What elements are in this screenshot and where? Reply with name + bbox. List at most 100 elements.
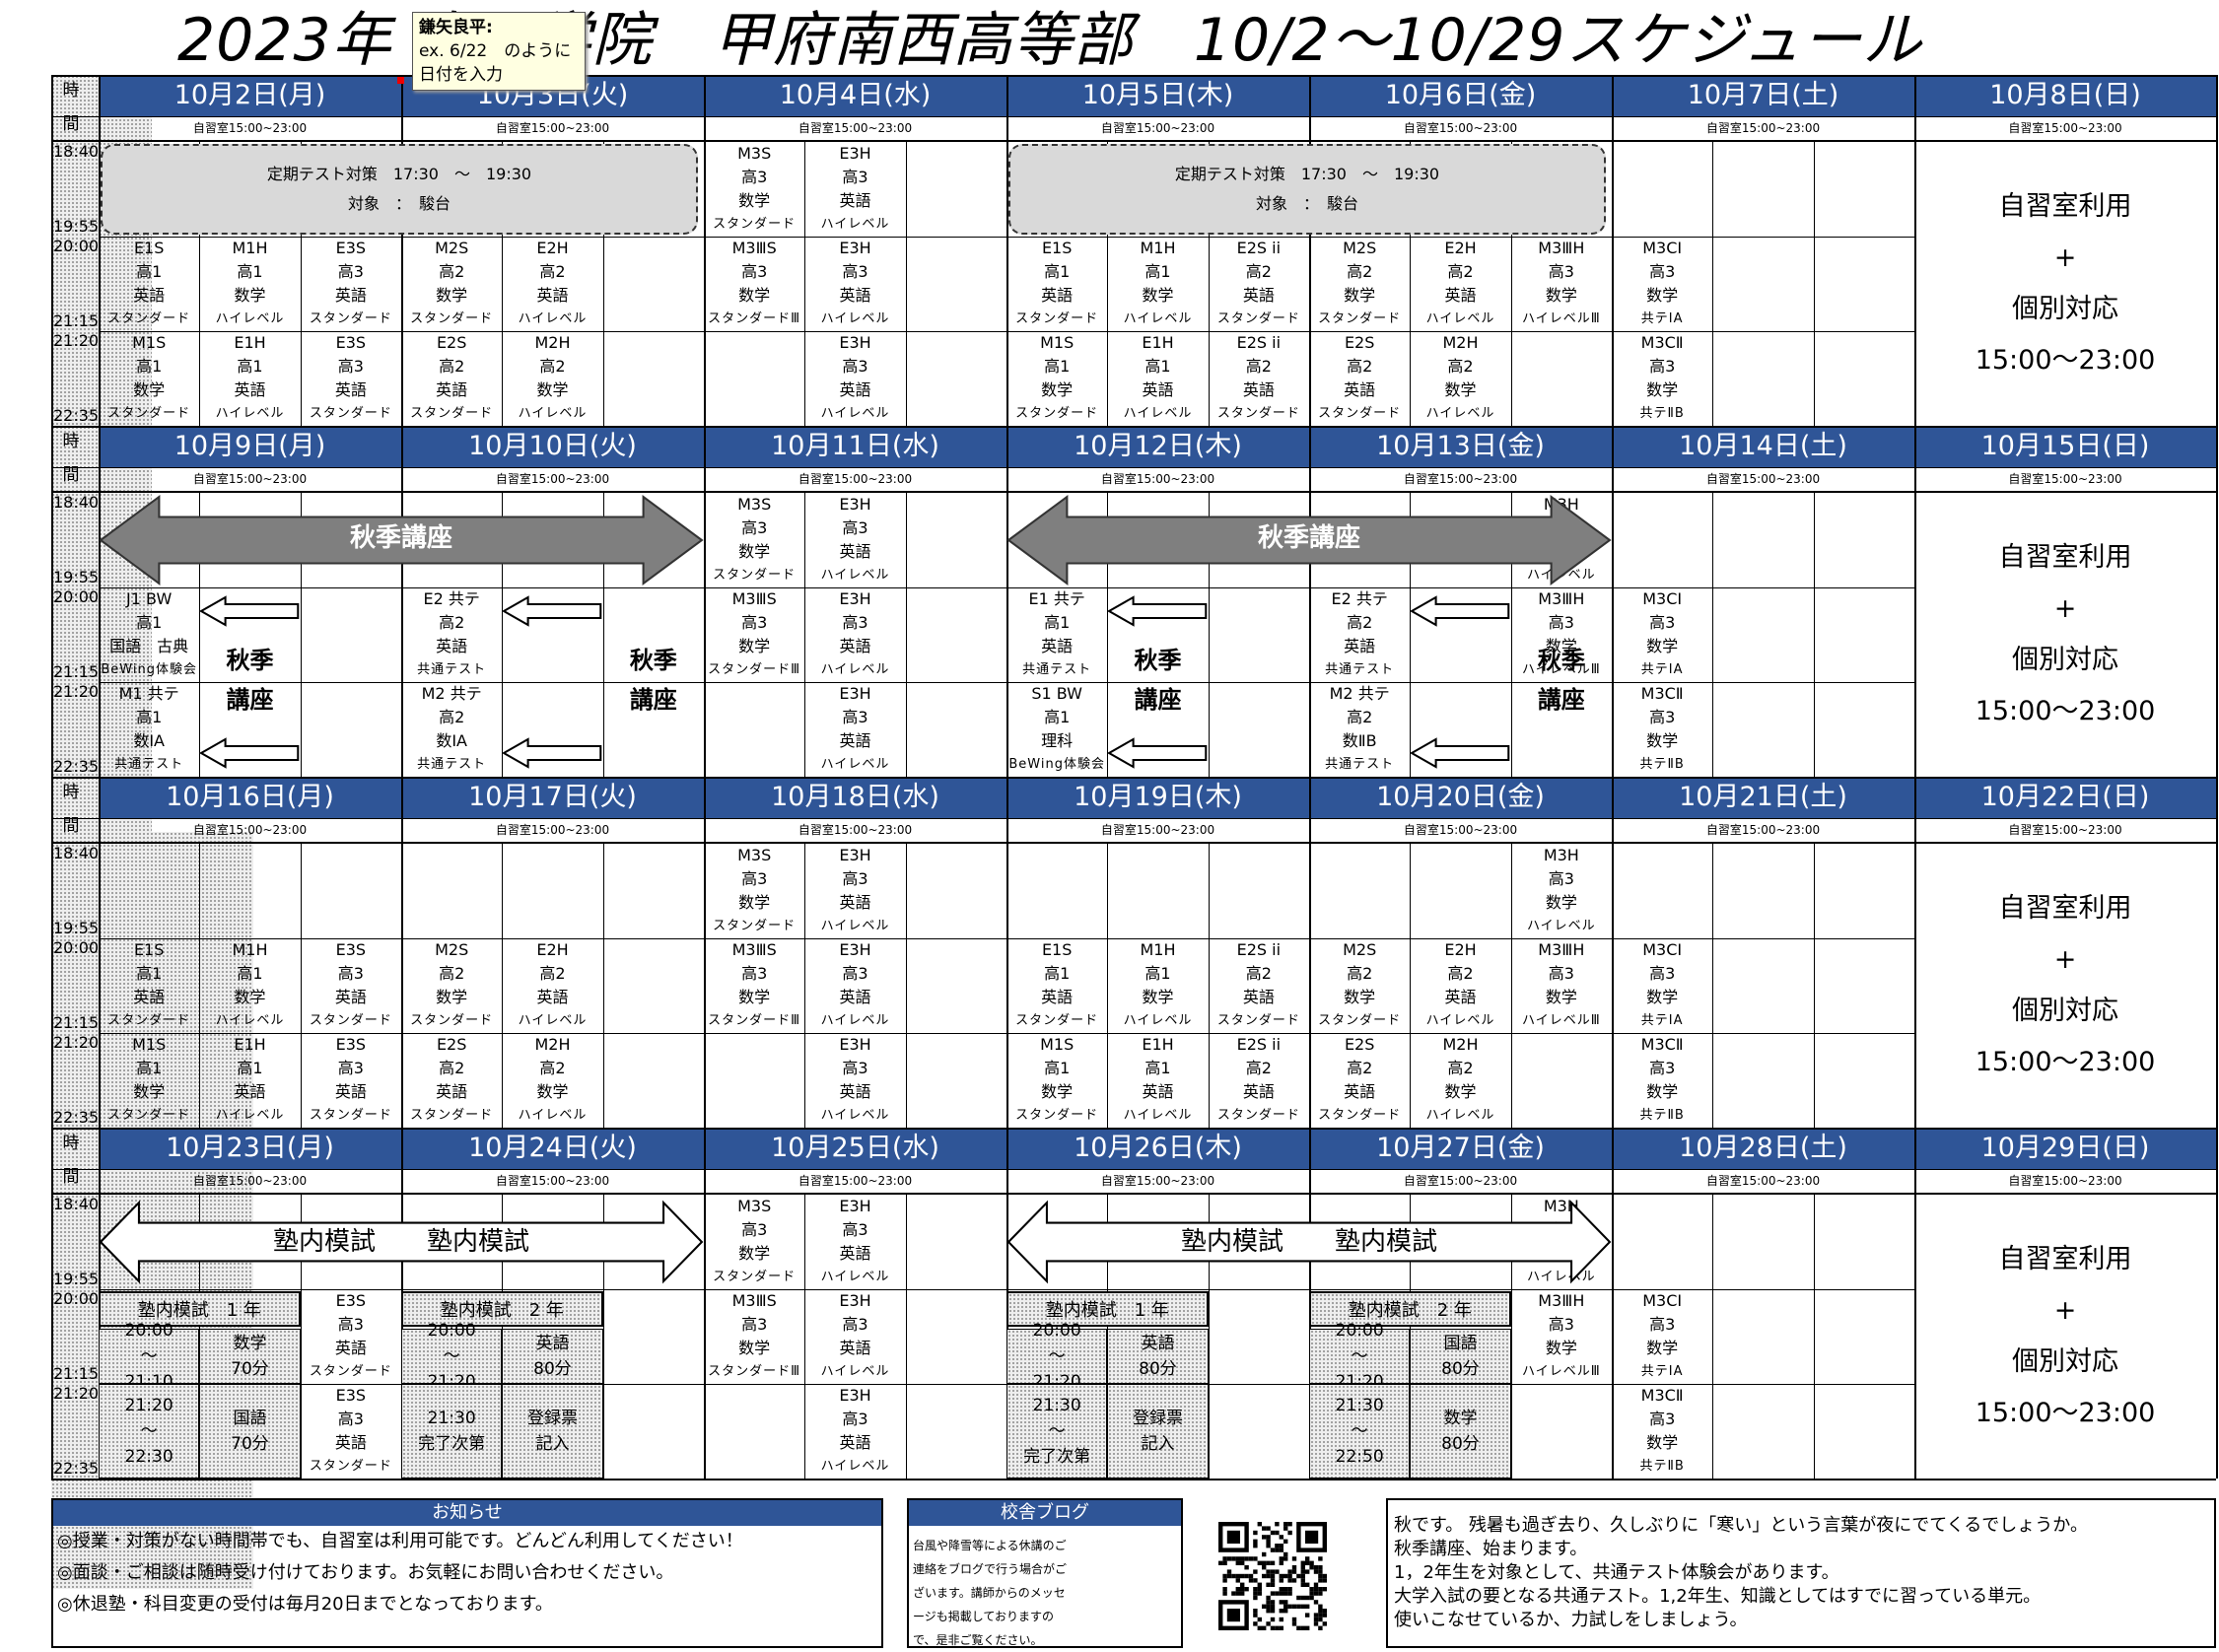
grid-line [2216, 1128, 2218, 1479]
class-code: M2H [534, 1035, 571, 1054]
class-grade: 高3 [842, 262, 868, 281]
moshi-cell: 21:30～22:50 [1309, 1384, 1411, 1479]
grid-line [1813, 1195, 1815, 1479]
class-level: スタンダード [410, 1013, 494, 1028]
cell-comment[interactable]: 鎌矢良平: ex. 6/22 のように 日付を入力 [412, 12, 586, 91]
qr-code-icon[interactable] [1218, 1522, 1327, 1630]
class-level: ハイレベル [518, 1013, 588, 1028]
grid-line [51, 1128, 2216, 1130]
class-grade: 高1 [1144, 1059, 1171, 1077]
jishu-label: 自習室15:00~23:00 [797, 823, 913, 837]
class-grade: 高3 [1548, 869, 1574, 888]
moshi-cell: 20:00～21:20 [401, 1321, 503, 1392]
class-grade: 高2 [1347, 708, 1373, 726]
time-start: 18:40 [53, 1195, 100, 1213]
grid-line [1914, 1128, 1916, 1479]
